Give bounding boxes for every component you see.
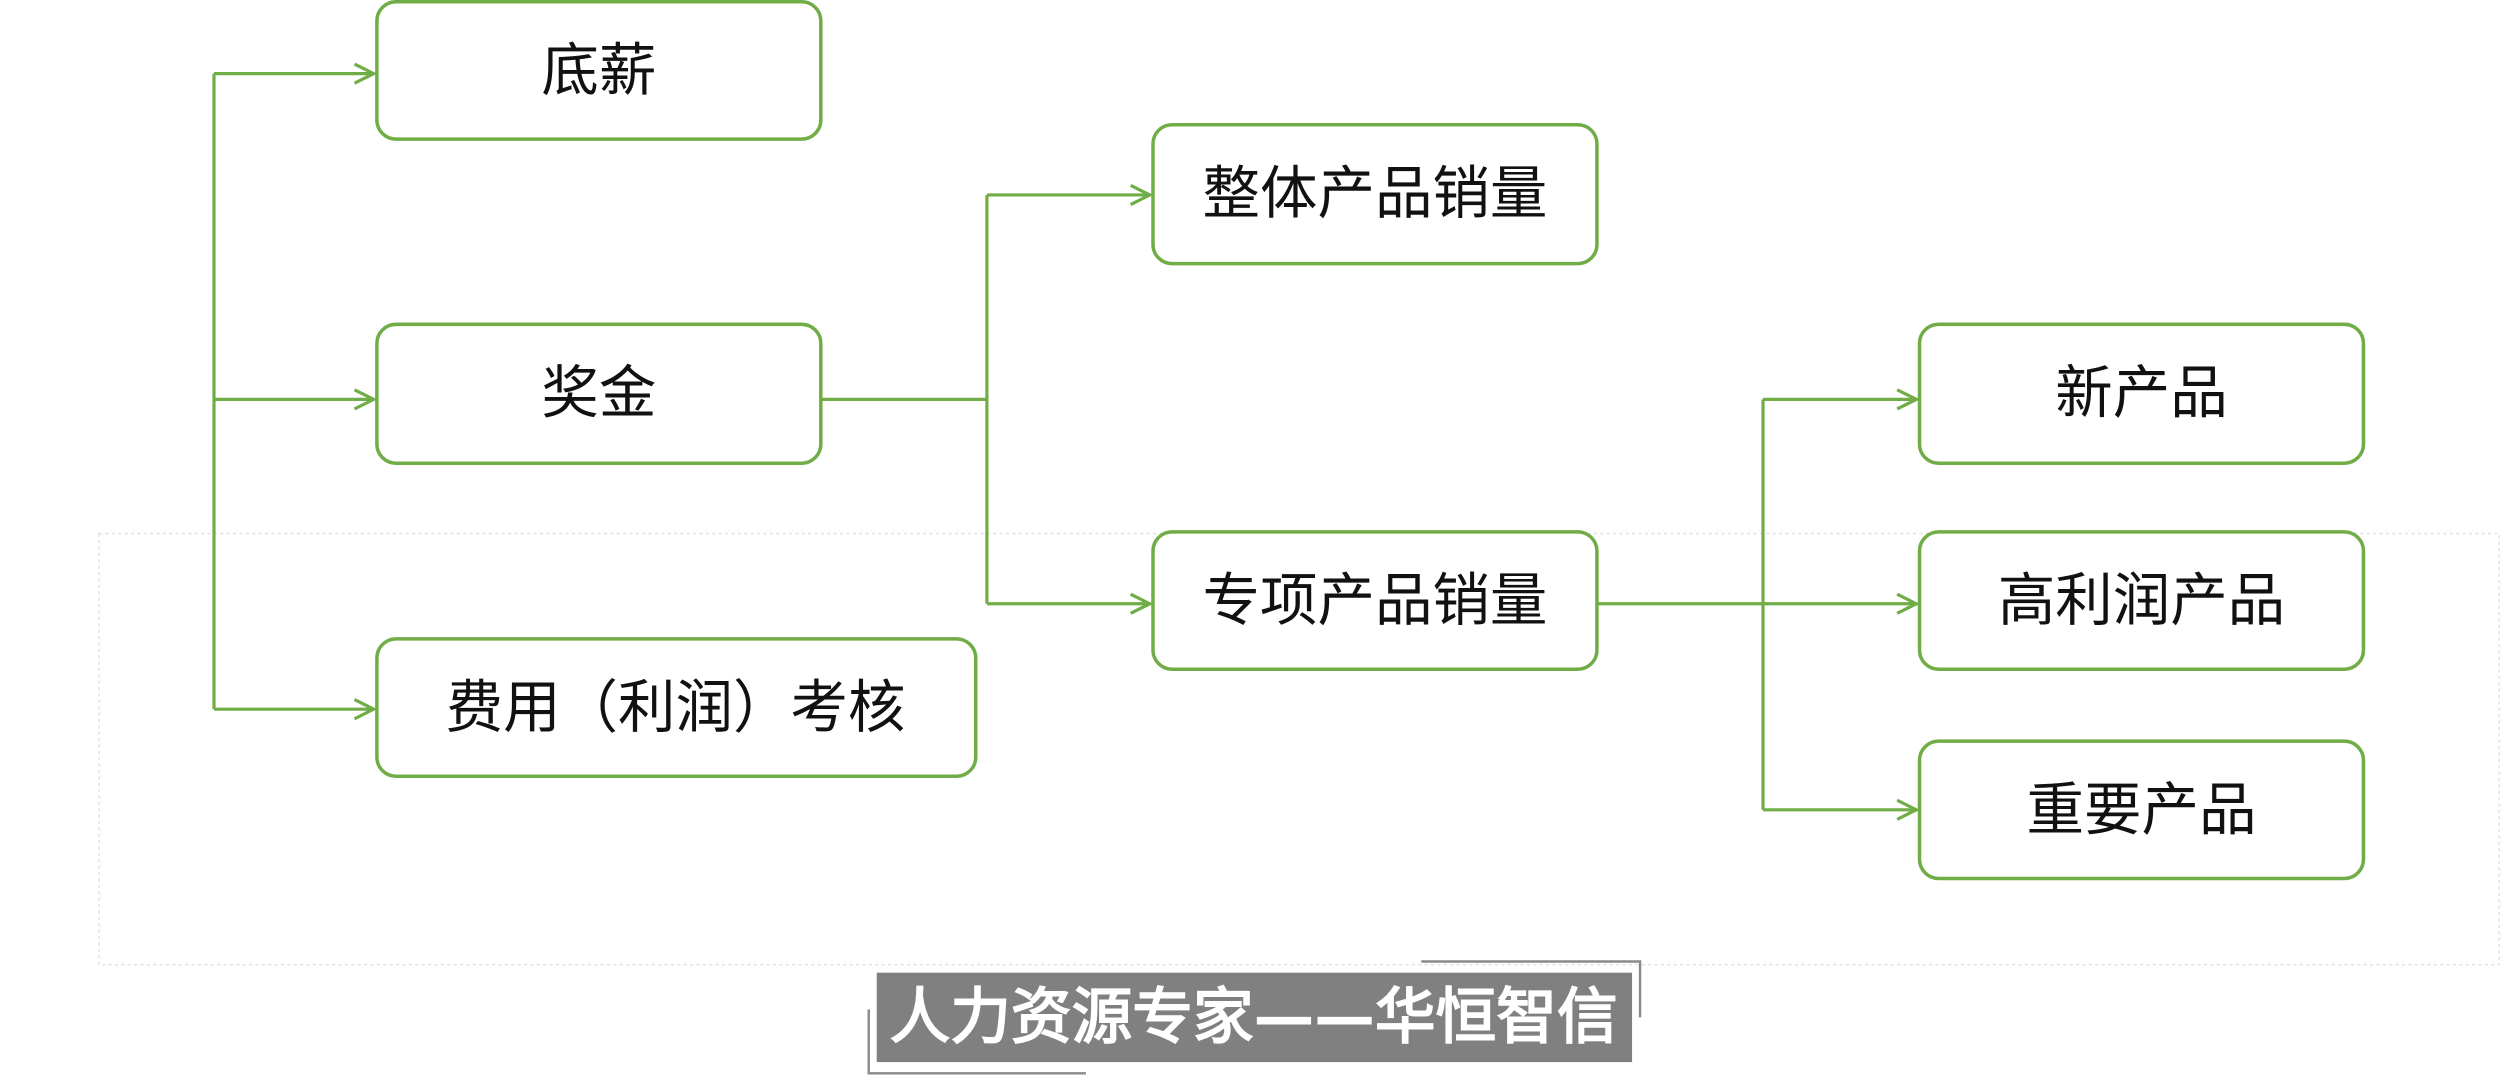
bonus-branch-line (820, 194, 989, 604)
node-label: 奖金 (541, 359, 656, 426)
connectors (212, 74, 1916, 810)
node-label: 整体产品销量 (1203, 160, 1548, 227)
node-high-profit: 高利润产品 (1917, 530, 2366, 672)
watermark: 人力资源专家——华恒智信 (867, 960, 1642, 1075)
node-overall-sales: 整体产品销量 (1151, 122, 1599, 266)
node-label: 重要产品 (2027, 776, 2257, 843)
node-label: 费用（利润）考核 (446, 674, 906, 741)
node-special-sales: 专项产品销量 (1151, 530, 1599, 672)
node-label: 底薪 (541, 37, 656, 104)
node-label: 新产品 (2055, 359, 2227, 426)
background-frame (98, 532, 2501, 966)
node-base-salary: 底薪 (375, 0, 823, 141)
watermark-text: 人力资源专家——华恒智信 (890, 982, 1618, 1052)
node-expense: 费用（利润）考核 (375, 637, 978, 779)
special-branch-line (1596, 399, 1765, 810)
node-bonus: 奖金 (375, 322, 823, 466)
node-label: 专项产品销量 (1203, 567, 1548, 634)
node-label: 高利润产品 (1998, 567, 2285, 634)
node-key-product: 重要产品 (1917, 739, 2366, 881)
node-new-product: 新产品 (1917, 322, 2366, 466)
